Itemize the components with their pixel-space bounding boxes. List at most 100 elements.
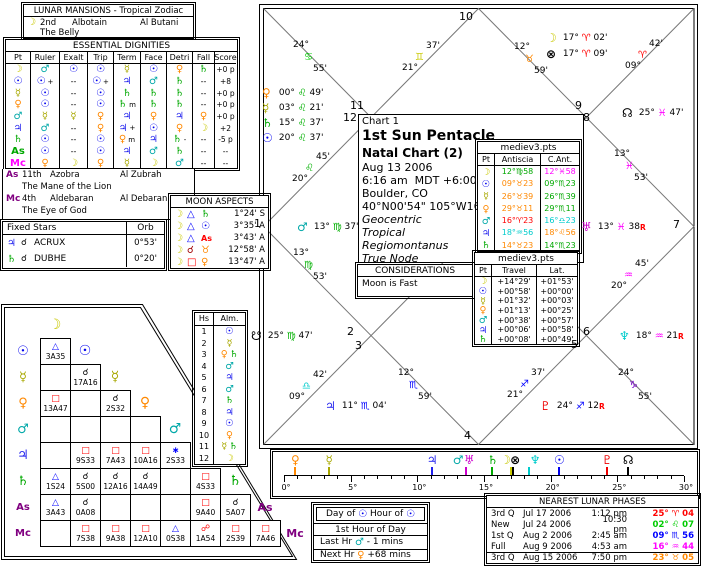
bar-planet-glyph: ♀ bbox=[291, 453, 300, 467]
aspect-grid-cell[interactable] bbox=[130, 494, 161, 521]
grid-row-planet: Mc bbox=[8, 520, 38, 546]
aspect-grid-cell[interactable]: ☌12A16 bbox=[100, 468, 131, 495]
aspect-grid-cell[interactable] bbox=[160, 468, 191, 495]
pts-value: 14°♏23 bbox=[544, 240, 576, 250]
ed-score-cell: +2 bbox=[214, 122, 236, 135]
aspect-grid-cell[interactable] bbox=[130, 416, 161, 443]
aspect-grid-cell[interactable]: ☍1A54 bbox=[190, 520, 221, 547]
cusp-minute: 59' bbox=[418, 392, 432, 402]
ed-col-header: Score bbox=[214, 52, 237, 64]
planet-glyph: ☉ bbox=[17, 343, 29, 359]
aspect-grid-cell[interactable] bbox=[100, 416, 131, 443]
aspect-grid-cell[interactable] bbox=[160, 494, 191, 521]
planet-glyph: ☽ bbox=[478, 276, 488, 288]
aspect-grid-cell[interactable]: △1S24 bbox=[40, 468, 71, 495]
grid-row-planet: ♂ bbox=[8, 416, 38, 442]
aspect-grid-cell[interactable] bbox=[70, 416, 101, 443]
aspect-grid-cell[interactable]: □7A43 bbox=[100, 442, 131, 469]
aspect-grid-cell[interactable] bbox=[40, 520, 71, 547]
planet-glyph: ♃ bbox=[225, 372, 234, 384]
considerations-panel[interactable]: CONSIDERATIONS Moon is Fast bbox=[355, 262, 475, 299]
pts-value: 09°♉23 bbox=[501, 179, 534, 189]
aspect-grid-cell[interactable]: △3A35 bbox=[40, 338, 71, 365]
pts-planet-cell: ♃ bbox=[475, 325, 491, 336]
mansion-name: Aldebaran bbox=[50, 194, 94, 204]
planet-minute: 21' bbox=[306, 103, 324, 113]
aspect-grid-cell[interactable]: □9A40 bbox=[190, 494, 221, 521]
ed-dignity-cell: ♂ bbox=[166, 157, 192, 170]
planet-glyph: ♄ bbox=[17, 473, 29, 489]
aspect-grid-cell[interactable]: □7S38 bbox=[70, 520, 101, 547]
aspect-grid-cell[interactable] bbox=[40, 416, 71, 443]
aspect-grid-cell[interactable]: ∗2S33 bbox=[160, 442, 191, 469]
pts-row: ♃+00°06'+00°58' bbox=[475, 325, 577, 336]
phase-name: New bbox=[491, 519, 510, 530]
aspect-grid-cell[interactable]: ☌5S00 bbox=[70, 468, 101, 495]
planet-glyph: ♂ bbox=[40, 122, 50, 134]
ed-dignity-cell: ♀ bbox=[192, 110, 214, 123]
aspect-grid-cell[interactable]: □7A46 bbox=[250, 520, 281, 547]
aspect-orb: 13A47 bbox=[43, 404, 68, 413]
planet-minute: 47' bbox=[666, 108, 684, 118]
planet-glyph: ♃ bbox=[325, 399, 336, 413]
aspect-grid-cell[interactable]: ☌2S32 bbox=[100, 390, 131, 417]
aspect-orb: 4S33 bbox=[195, 482, 216, 491]
ed-dignity-cell: -- bbox=[192, 157, 214, 170]
bar-planet-tick bbox=[626, 467, 629, 475]
aspect-grid-cell[interactable]: □10A16 bbox=[130, 442, 161, 469]
ed-dignity-cell: ♄ bbox=[113, 87, 140, 100]
sign-icon: ♏ bbox=[360, 400, 370, 412]
house-almuten-row: 2☿ bbox=[195, 337, 245, 349]
aspect-grid-cell[interactable]: △3A43 bbox=[40, 494, 71, 521]
pts-value-cell: 16°♎23 bbox=[540, 215, 579, 228]
ruler-tick-label: 5° bbox=[348, 483, 358, 492]
aspect-grid-cell[interactable] bbox=[40, 442, 71, 469]
degree-bar-panel[interactable]: 0°5°10°15°20°25°30°♀☿♃♂♅♄☽⊗♆☉♇☊ bbox=[270, 449, 700, 499]
moon-icon: ☽ bbox=[174, 208, 183, 220]
house-number: 11 bbox=[350, 99, 364, 112]
aspect-grid-cell[interactable] bbox=[40, 364, 71, 391]
aspect-grid-cell[interactable]: □9A38 bbox=[100, 520, 131, 547]
aspect-grid-cell[interactable]: ☌5A07 bbox=[220, 494, 251, 521]
planet-glyph: ☉ bbox=[40, 134, 50, 146]
ed-score-cell: -5 p bbox=[214, 134, 236, 146]
cusp-minute: 42' bbox=[649, 39, 663, 49]
aspect-orb: 7A46 bbox=[255, 534, 276, 543]
aspect-grid-cell[interactable] bbox=[100, 494, 131, 521]
aspect-grid-cell[interactable]: ☌0A08 bbox=[70, 494, 101, 521]
aspect-grid-cell[interactable]: □9S33 bbox=[70, 442, 101, 469]
ruler-tick bbox=[297, 476, 299, 479]
house-almuten-table[interactable]: Hs Alm. 1☉2☿3♀♄4♂5♃6♂7♄8♃9☉10♀11☿♄12☽ bbox=[192, 310, 248, 467]
ed-dignity-cell: ♀ bbox=[140, 110, 166, 123]
aspect-grid-cell[interactable]: ☌17A16 bbox=[70, 364, 101, 391]
grid-diagonal-planet: ♀ bbox=[130, 390, 160, 416]
aspect-grid-cell[interactable]: □2S39 bbox=[220, 520, 251, 547]
sign-icon: ♓ bbox=[657, 107, 667, 119]
aspect-grid-cell[interactable]: △0S38 bbox=[160, 520, 191, 547]
empty-value: -- bbox=[70, 135, 77, 145]
aspect-grid-cell[interactable]: □4S33 bbox=[190, 468, 221, 495]
aspect-grid-cell[interactable] bbox=[70, 390, 101, 417]
cusp-sign-icon: ♏ bbox=[409, 380, 418, 391]
planet-glyph: ♀ bbox=[482, 203, 490, 215]
house-number: 9 bbox=[201, 419, 207, 428]
aspect-grid-cell[interactable]: □12A10 bbox=[130, 520, 161, 547]
aspect-grid-cell[interactable]: ☌14A49 bbox=[130, 468, 161, 495]
aspect-grid-cell[interactable]: □13A47 bbox=[40, 390, 71, 417]
pts-value-cell: 12°♓58 bbox=[540, 166, 579, 179]
